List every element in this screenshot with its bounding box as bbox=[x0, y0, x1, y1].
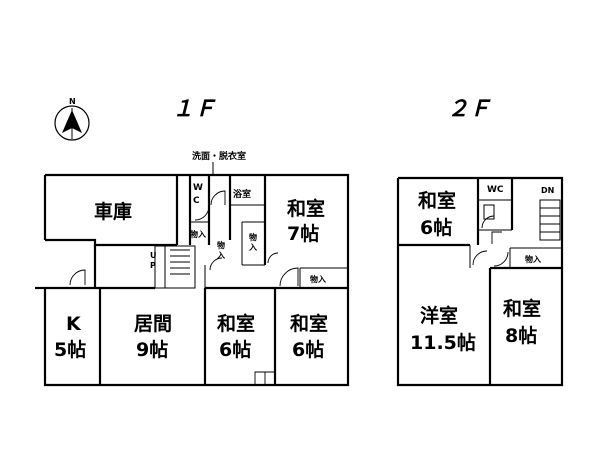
wc-label-top: W bbox=[193, 183, 203, 193]
washitsu-7-size: 7帖 bbox=[287, 222, 319, 245]
wash-room-label: 洗面・脱衣室 bbox=[192, 150, 246, 162]
youshitsu-size: 11.5帖 bbox=[410, 331, 476, 354]
washitsu-6a-name: 和室 bbox=[217, 312, 255, 335]
closet-d-label: 物入 bbox=[310, 274, 326, 284]
second-floor-plan bbox=[396, 176, 564, 387]
bath-label: 浴室 bbox=[233, 188, 251, 200]
washitsu-6b-name: 和室 bbox=[290, 312, 328, 335]
closet-2f-label: 物入 bbox=[525, 254, 541, 264]
stairs-up-label-2: P bbox=[150, 261, 156, 270]
wc-2f-label: WC bbox=[487, 185, 504, 195]
washitsu-6-2f-name: 和室 bbox=[418, 189, 456, 212]
floor-label-2f: ２Ｆ bbox=[447, 97, 491, 122]
closet-b-label-2: 入 bbox=[248, 243, 257, 252]
floor-label-1f: １Ｆ bbox=[172, 97, 216, 122]
closet-a-label: 物入 bbox=[190, 229, 206, 239]
closet-b-label-1: 物 bbox=[249, 232, 257, 242]
closet-c-label-1: 物 bbox=[217, 240, 225, 250]
washitsu-6a-size: 6帖 bbox=[219, 338, 251, 361]
closet-c-label-2: 入 bbox=[216, 251, 225, 260]
living-size: 9帖 bbox=[136, 338, 168, 361]
living-name: 居間 bbox=[134, 313, 172, 335]
washitsu-6b-size: 6帖 bbox=[292, 338, 324, 361]
first-floor-plan bbox=[35, 173, 350, 387]
compass-icon: N bbox=[54, 97, 90, 141]
garage-label: 車庫 bbox=[94, 200, 132, 223]
washitsu-8-name: 和室 bbox=[503, 297, 541, 320]
wc-label-bottom: C bbox=[193, 196, 200, 206]
washitsu-7-name: 和室 bbox=[287, 197, 325, 220]
youshitsu-name: 洋室 bbox=[420, 304, 458, 327]
kitchen-name: K bbox=[66, 313, 82, 335]
washitsu-8-size: 8帖 bbox=[505, 324, 537, 347]
kitchen-size: 5帖 bbox=[54, 338, 86, 361]
compass-label: N bbox=[69, 97, 76, 106]
stairs-down-label: DN bbox=[541, 186, 554, 195]
washitsu-6-2f-size: 6帖 bbox=[420, 216, 452, 239]
stairs-up-label-1: U bbox=[150, 251, 157, 260]
